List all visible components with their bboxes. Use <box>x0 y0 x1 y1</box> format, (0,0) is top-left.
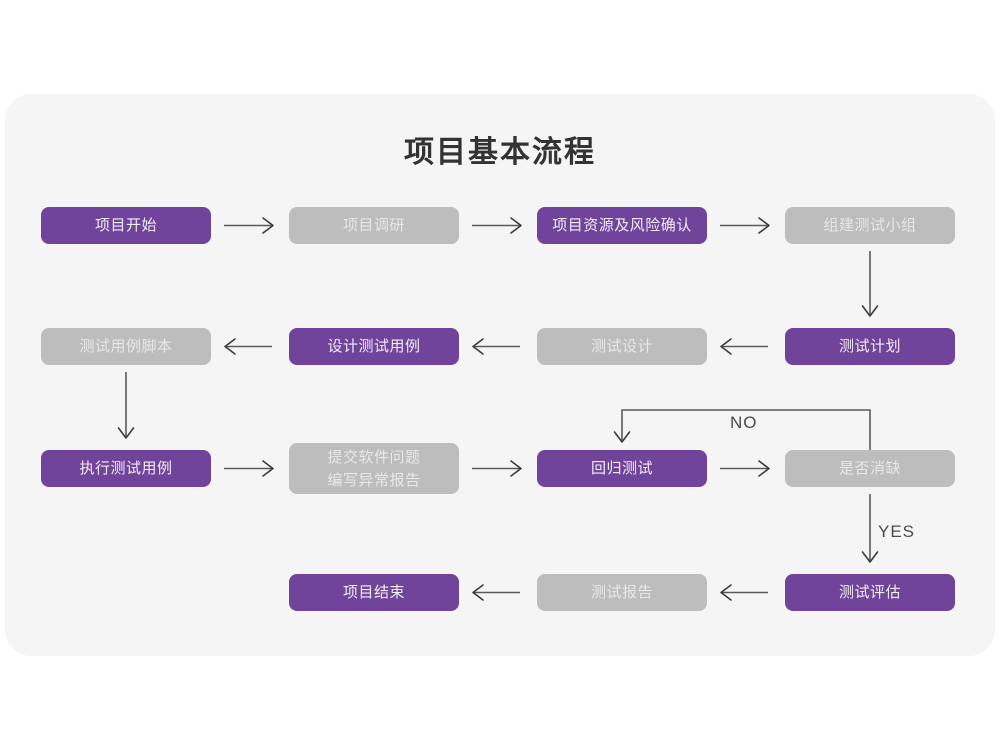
edge-label-yes: YES <box>878 522 916 541</box>
node-test-report[interactable]: 测试报告 <box>537 574 707 611</box>
node-design-test-case[interactable]: 设计测试用例 <box>289 328 459 365</box>
node-resource-risk-confirm[interactable]: 项目资源及风险确认 <box>537 207 707 244</box>
node-test-case-script[interactable]: 测试用例脚本 <box>41 328 211 365</box>
node-test-evaluation[interactable]: 测试评估 <box>785 574 955 611</box>
node-test-plan[interactable]: 测试计划 <box>785 328 955 365</box>
edge-label-no: NO <box>730 413 758 432</box>
node-project-start[interactable]: 项目开始 <box>41 207 211 244</box>
node-execute-test-case[interactable]: 执行测试用例 <box>41 450 211 487</box>
page-title: 项目基本流程 <box>404 136 596 169</box>
node-regression-test[interactable]: 回归测试 <box>537 450 707 487</box>
node-project-end[interactable]: 项目结束 <box>289 574 459 611</box>
node-project-research[interactable]: 项目调研 <box>289 207 459 244</box>
node-submit-issue-report[interactable]: 提交软件问题 编写异常报告 <box>289 443 459 494</box>
node-test-design[interactable]: 测试设计 <box>537 328 707 365</box>
node-build-test-team[interactable]: 组建测试小组 <box>785 207 955 244</box>
diagram-card <box>5 94 995 656</box>
node-defect-resolved-decision[interactable]: 是否消缺 <box>785 450 955 487</box>
